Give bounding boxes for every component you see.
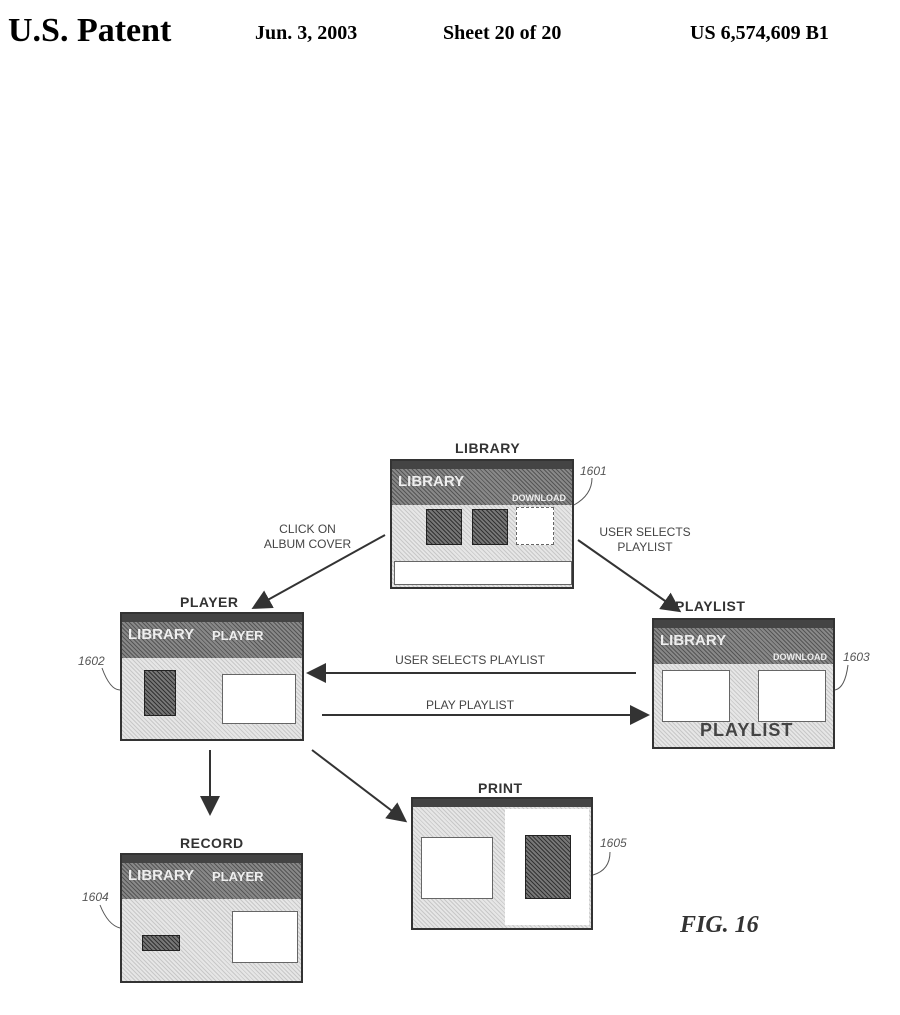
playlist-screen: LIBRARY DOWNLOAD PLAYLIST <box>652 618 835 749</box>
patent-date: Jun. 3, 2003 <box>255 22 358 44</box>
ref-1601: 1601 <box>580 464 607 478</box>
figure-label: FIG. 16 <box>680 912 759 938</box>
patent-number: US 6,574,609 B1 <box>690 22 829 44</box>
library-screen: LIBRARY DOWNLOAD <box>390 459 574 589</box>
playlist-list-panel <box>662 670 730 722</box>
library-banner-sub: DOWNLOAD <box>512 493 566 503</box>
leader-1605 <box>592 851 611 876</box>
ref-1605: 1605 <box>600 836 627 850</box>
playlist-tracks-panel <box>758 670 826 722</box>
track-list-panel <box>232 911 298 963</box>
playlist-banner-title: LIBRARY <box>660 632 727 649</box>
arrow-library-to-player <box>251 534 386 609</box>
record-label: RECORD <box>180 835 244 851</box>
album-cover <box>525 835 571 899</box>
leader-1604 <box>99 904 121 929</box>
record-screen: LIBRARY PLAYER <box>120 853 303 983</box>
leader-1602 <box>101 667 121 691</box>
patent-label: U.S. Patent <box>8 12 172 49</box>
player-label: PLAYER <box>180 594 239 610</box>
album-cover <box>472 509 508 545</box>
album-cover <box>144 670 176 716</box>
record-banner-sub: PLAYER <box>212 869 264 884</box>
print-track-list <box>421 837 493 899</box>
playlist-title: PLAYLIST <box>700 720 794 740</box>
arrow-library-to-playlist <box>577 539 682 613</box>
record-button <box>142 935 180 951</box>
player-banner-title: LIBRARY <box>128 626 195 643</box>
edge-label-user-selects-playlist: USER SELECTS PLAYLIST <box>599 525 691 554</box>
library-label: LIBRARY <box>455 440 521 456</box>
ref-1602: 1602 <box>78 654 105 668</box>
print-screen <box>411 797 593 930</box>
leader-1601 <box>573 477 593 506</box>
library-footer <box>394 561 572 585</box>
sheet-number: Sheet 20 of 20 <box>443 22 562 44</box>
record-banner-title: LIBRARY <box>128 867 195 884</box>
edge-label-play-playlist: PLAY PLAYLIST <box>425 698 515 712</box>
album-cover <box>426 509 462 545</box>
edge-label-click-album: CLICK ON ALBUM COVER <box>263 522 352 551</box>
playlist-banner-sub: DOWNLOAD <box>773 652 827 662</box>
album-placeholder <box>516 507 554 545</box>
ref-1603: 1603 <box>843 650 870 664</box>
print-label: PRINT <box>478 780 523 796</box>
ref-1604: 1604 <box>82 890 109 904</box>
leader-1603 <box>834 664 849 691</box>
arrow-player-to-print <box>311 749 408 823</box>
library-banner-title: LIBRARY <box>398 473 465 490</box>
track-list-panel <box>222 674 296 724</box>
player-banner-sub: PLAYER <box>212 628 264 643</box>
playlist-label: PLAYLIST <box>675 598 746 614</box>
edge-label-user-selects-playlist-2: USER SELECTS PLAYLIST <box>395 653 545 667</box>
player-screen: LIBRARY PLAYER <box>120 612 304 741</box>
